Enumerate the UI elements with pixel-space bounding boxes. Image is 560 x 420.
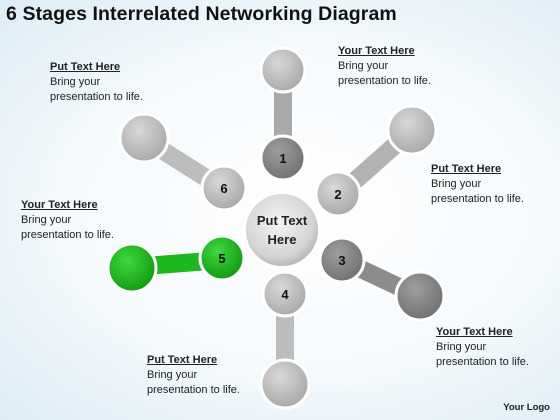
center-hub xyxy=(242,190,322,270)
stage-6-callout: Put Text Here Bring your presentation to… xyxy=(50,60,143,105)
stage-5-heading: Your Text Here xyxy=(21,199,98,211)
stage-3-node xyxy=(318,236,446,322)
stage-1-heading: Your Text Here xyxy=(338,45,415,57)
page-title: 6 Stages Interrelated Networking Diagram xyxy=(6,3,397,25)
stage-5-number: 5 xyxy=(218,251,225,266)
stage-6-body-line-2: presentation to life. xyxy=(50,91,143,103)
stage-1-node xyxy=(259,46,307,182)
stage-3-callout: Your Text Here Bring your presentation t… xyxy=(436,325,529,370)
stage-2-body-line-2: presentation to life. xyxy=(431,193,524,205)
stage-5-body-line-2: presentation to life. xyxy=(21,229,114,241)
stage-6-node xyxy=(118,112,248,212)
stage-2-callout: Put Text Here Bring your presentation to… xyxy=(431,162,524,207)
stage-6-body-line-1: Bring your xyxy=(50,76,101,88)
logo-text: Your Logo xyxy=(503,402,550,413)
center-label-line-1: Put Text xyxy=(257,213,308,228)
stage-4-number: 4 xyxy=(281,287,289,302)
stage-1-callout: Your Text Here Bring your presentation t… xyxy=(338,44,431,89)
stage-2-node xyxy=(314,104,438,218)
stage-4-body-line-1: Bring your xyxy=(147,369,198,381)
stage-2-heading: Put Text Here xyxy=(431,163,502,175)
stage-5-callout: Your Text Here Bring your presentation t… xyxy=(21,198,114,243)
stage-1-body-line-2: presentation to life. xyxy=(338,75,431,87)
stage-3-body-line-2: presentation to life. xyxy=(436,356,529,368)
stage-5-body-line-1: Bring your xyxy=(21,214,72,226)
stage-2-body-line-1: Bring your xyxy=(431,178,482,190)
stage-4-callout: Put Text Here Bring your presentation to… xyxy=(147,353,240,398)
stage-1-body-line-1: Bring your xyxy=(338,60,389,72)
stage-4-node xyxy=(259,270,311,410)
stage-4-heading: Put Text Here xyxy=(147,354,218,366)
stage-6-number: 6 xyxy=(220,181,227,196)
stage-4-body-line-2: presentation to life. xyxy=(147,384,240,396)
stage-1-number: 1 xyxy=(279,151,286,166)
stage-3-body-line-1: Bring your xyxy=(436,341,487,353)
stage-3-number: 3 xyxy=(338,253,345,268)
stage-5-node xyxy=(106,234,246,294)
stage-2-number: 2 xyxy=(334,187,341,202)
center-label-line-2: Here xyxy=(268,232,297,247)
stage-6-heading: Put Text Here xyxy=(50,61,121,73)
stage-3-heading: Your Text Here xyxy=(436,326,513,338)
